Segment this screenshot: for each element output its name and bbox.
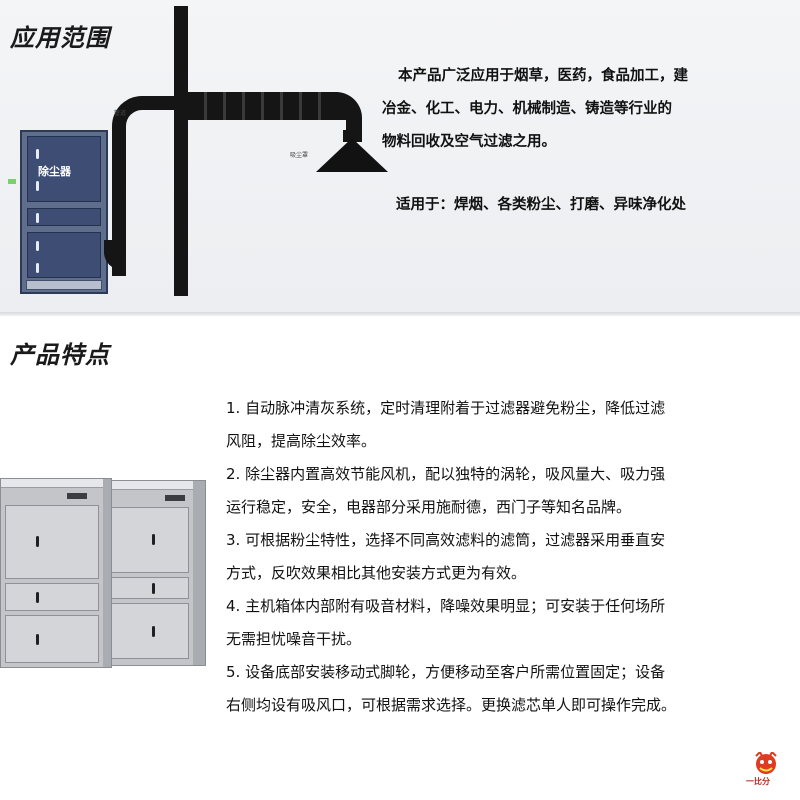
door-handle <box>36 634 39 645</box>
application-scope-section: 应用范围 除尘器 管道 吸尘罩 本产品广泛应用于烟 <box>0 0 800 312</box>
features-list: 1. 自动脉冲清灰系统，定时清理附着于过滤器避免粉尘，降低过滤 风阻，提高除尘效… <box>226 392 800 722</box>
door-handle <box>152 583 155 594</box>
duct-horizontal-run <box>188 92 338 120</box>
cabinet-knob <box>36 149 39 159</box>
scope-line: 物料回收及空气过滤之用。 <box>382 134 556 150</box>
pipe-tag: 管道 <box>114 110 127 117</box>
features-heading: 产品特点 <box>10 341 110 369</box>
cabinet-knob <box>36 213 39 223</box>
feature-line: 3. 可根据粉尘特性，选择不同高效滤料的滤筒，过滤器采用垂直安 <box>226 531 666 549</box>
cabinet-middle-door <box>27 208 101 226</box>
feature-line: 无需担忧噪音干扰。 <box>226 630 362 648</box>
feature-line: 右侧均设有吸风口，可根据需求选择。更换滤芯单人即可操作完成。 <box>226 696 677 714</box>
mascot-icon <box>755 750 777 774</box>
feature-line: 运行稳定，安全，电器部分采用施耐德，西门子等知名品牌。 <box>226 498 632 516</box>
scope-line: 冶金、化工、电力、机械制造、铸造等行业的 <box>382 101 672 117</box>
dust-collector-cabinet: 除尘器 <box>20 130 108 294</box>
unit-upper-door <box>111 507 189 573</box>
dust-collector-unit-back <box>106 480 206 666</box>
unit-middle-door <box>5 583 99 611</box>
unit-nameplate <box>67 493 87 499</box>
unit-nameplate <box>165 495 185 501</box>
feature-line: 2. 除尘器内置高效节能风机，配以独特的涡轮，吸风量大、吸力强 <box>226 465 666 483</box>
product-photo <box>0 476 212 670</box>
feature-line: 1. 自动脉冲清灰系统，定时清理附着于过滤器避免粉尘，降低过滤 <box>226 399 666 417</box>
scope-heading: 应用范围 <box>10 24 110 52</box>
cabinet-knob <box>36 241 39 251</box>
dust-collector-unit-front <box>0 478 112 668</box>
door-handle <box>152 534 155 545</box>
suction-hood <box>316 138 388 172</box>
cabinet-lower-door <box>27 232 101 278</box>
unit-lower-door <box>111 603 189 659</box>
door-handle <box>152 626 155 637</box>
exhaust-stack <box>174 6 188 296</box>
scope-description: 本产品广泛应用于烟草，医药，食品加工，建 冶金、化工、电力、机械制造、铸造等行业… <box>382 60 800 222</box>
unit-middle-door <box>111 577 189 599</box>
section-divider <box>0 312 800 316</box>
feature-line: 4. 主机箱体内部附有吸音材料，降噪效果明显；可安装于任何场所 <box>226 597 666 615</box>
cabinet-knob <box>36 263 39 273</box>
watermark-text: 一比分 <box>746 777 770 786</box>
unit-side <box>193 481 205 665</box>
inlet-marker <box>8 179 16 184</box>
watermark-logo: 一比分 <box>744 750 788 790</box>
unit-top-panel <box>1 479 111 488</box>
door-handle <box>36 536 39 547</box>
feature-line: 方式，反吹效果相比其他安装方式更为有效。 <box>226 564 527 582</box>
feature-line: 5. 设备底部安装移动式脚轮，方便移动至客户所需位置固定；设备 <box>226 663 666 681</box>
cabinet-label: 除尘器 <box>38 165 71 178</box>
cabinet-base <box>26 280 102 290</box>
cabinet-upper-door: 除尘器 <box>27 136 101 202</box>
scope-line: 本产品广泛应用于烟草，医药，食品加工，建 <box>398 68 688 84</box>
unit-lower-door <box>5 615 99 663</box>
unit-side <box>103 479 111 667</box>
feature-line: 风阻，提高除尘效率。 <box>226 432 377 450</box>
unit-top-panel <box>107 481 205 490</box>
hood-tag: 吸尘罩 <box>290 152 309 159</box>
unit-upper-door <box>5 505 99 579</box>
suitable-for-line: 适用于：焊烟、各类粉尘、打磨、异味净化处 <box>396 197 686 213</box>
door-handle <box>36 592 39 603</box>
duct-riser <box>112 96 192 276</box>
cabinet-knob <box>36 181 39 191</box>
